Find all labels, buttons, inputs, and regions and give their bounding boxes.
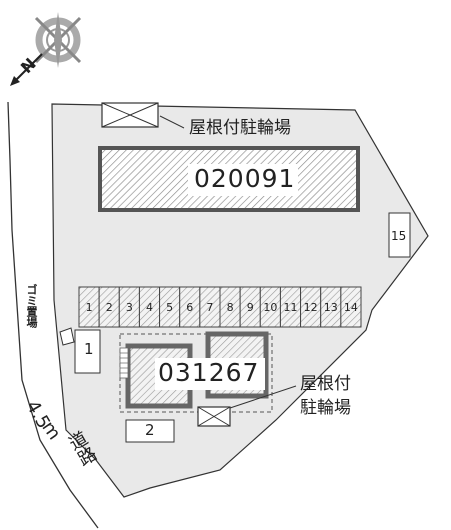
parking-slot-1-label: 1: [84, 340, 94, 358]
building-020091-label: 020091: [194, 164, 296, 193]
building-label-bg: [155, 358, 265, 390]
parking-slot-label: 5: [166, 301, 173, 314]
parking-slot-label: 1: [86, 301, 93, 314]
bike-shelter-top-label: 屋根付駐輪場: [189, 118, 291, 138]
bike-shelter-top-icon: [101, 102, 159, 128]
parking-slot-label: 3: [126, 301, 133, 314]
building-label-bg: [188, 164, 298, 196]
parking-slot-label: 12: [304, 301, 318, 314]
road-edge: [7, 101, 99, 529]
building-031267-label: 031267: [158, 358, 260, 387]
parking-slot-label: 8: [227, 301, 234, 314]
stairs-icon: [119, 347, 129, 379]
parking-slot-label: 13: [324, 301, 338, 314]
parking-slot-15-label: 15: [391, 229, 407, 243]
parking-slot-label: 9: [247, 301, 254, 314]
garbage-area-label: ゴミ置場: [25, 284, 38, 328]
bike-shelter-bottom-icon: [197, 406, 231, 427]
leader-line: [229, 385, 297, 409]
parking-slot-label: 11: [284, 301, 298, 314]
parking-slot-1: [74, 329, 101, 374]
parking-slot-15: [388, 212, 411, 258]
parking-slot-label: 6: [186, 301, 193, 314]
parking-slot-14: [340, 286, 362, 328]
parking-slot-label: 10: [263, 301, 277, 314]
bike-shelter-bottom-label-line2: 駐輪場: [300, 398, 351, 418]
parking-slot-2: [125, 419, 175, 443]
parking-slot-label: 7: [206, 301, 213, 314]
compass-rose-icon: [10, 12, 82, 86]
bike-shelter-bottom-label-line1: 屋根付: [300, 374, 351, 394]
parking-slot-label: 2: [106, 301, 113, 314]
leader-line: [159, 115, 185, 129]
parking-slot-label: 4: [146, 301, 153, 314]
parking-slot-label: 14: [344, 301, 358, 314]
garbage-area-box: [59, 327, 75, 346]
parking-slot-2-label: 2: [145, 421, 155, 439]
